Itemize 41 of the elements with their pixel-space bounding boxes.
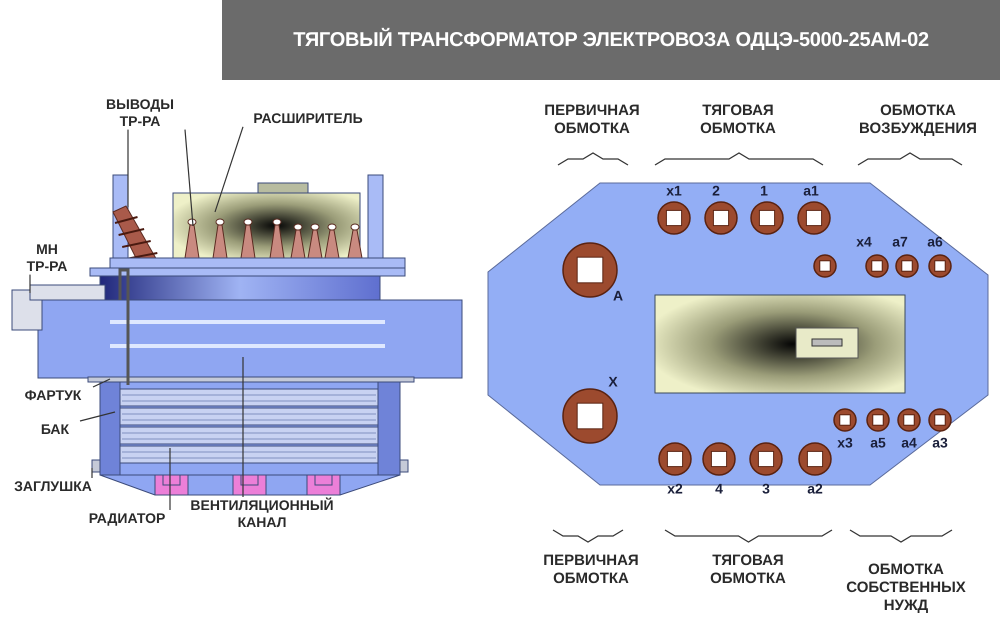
part-label: ФАРТУК bbox=[13, 387, 93, 404]
part-label: РАДИАТОР bbox=[82, 510, 172, 527]
leader-line bbox=[29, 274, 31, 293]
leader-line bbox=[169, 448, 171, 510]
terminal-label: a6 bbox=[927, 234, 943, 250]
terminal-label: x1 bbox=[666, 182, 682, 200]
title: ТЯГОВЫЙ ТРАНСФОРМАТОР ЭЛЕКТРОВОЗА ОДЦЭ-5000-25АМ-02 bbox=[222, 0, 1000, 80]
winding-label: ТЯГОВАЯ ОБМОТКА bbox=[699, 102, 777, 138]
part-label: ВЫВОДЫ ТР-РА bbox=[95, 96, 185, 130]
part-label: РАСШИРИТЕЛЬ bbox=[243, 110, 373, 127]
part-label: ЗАГЛУШКА bbox=[8, 478, 98, 495]
leader-line bbox=[184, 130, 194, 226]
part-label: ВЕНТИЛЯЦИОННЫЙ КАНАЛ bbox=[177, 497, 347, 531]
terminal-label: x3 bbox=[837, 434, 853, 452]
terminal-label: a4 bbox=[901, 434, 917, 452]
winding-label: ПЕРВИЧНАЯ ОБМОТКА bbox=[542, 552, 640, 588]
leader-line bbox=[214, 126, 244, 212]
part-label: МН ТР-РА bbox=[24, 241, 70, 275]
leader-line bbox=[127, 130, 129, 207]
leader-line bbox=[80, 411, 116, 422]
terminal-label: a3 bbox=[932, 434, 948, 452]
terminal-label: x4 bbox=[856, 234, 872, 250]
terminal-label: x2 bbox=[667, 480, 683, 498]
terminal-label: 1 bbox=[760, 182, 768, 200]
winding-label: ТЯГОВАЯ ОБМОТКА bbox=[709, 552, 787, 588]
terminal-label: A bbox=[612, 288, 624, 304]
terminal-label: X bbox=[608, 374, 618, 390]
winding-label: ПЕРВИЧНАЯ ОБМОТКА bbox=[543, 102, 641, 138]
leader-line bbox=[91, 468, 93, 478]
winding-label: ОБМОТКА СОБСТВЕННЫХ НУЖД bbox=[845, 561, 967, 615]
leader-line bbox=[92, 378, 110, 388]
terminal-label: 3 bbox=[762, 480, 770, 498]
winding-label: ОБМОТКА ВОЗБУЖДЕНИЯ bbox=[858, 102, 978, 138]
terminal-label: a7 bbox=[892, 234, 908, 250]
terminal-label: 4 bbox=[715, 480, 723, 498]
terminal-label: a1 bbox=[803, 182, 819, 200]
terminal-label: 2 bbox=[712, 182, 720, 200]
part-label: БАК bbox=[30, 421, 80, 438]
leader-line bbox=[242, 357, 244, 497]
terminal-label: a2 bbox=[807, 480, 823, 498]
terminal-label: a5 bbox=[870, 434, 886, 452]
